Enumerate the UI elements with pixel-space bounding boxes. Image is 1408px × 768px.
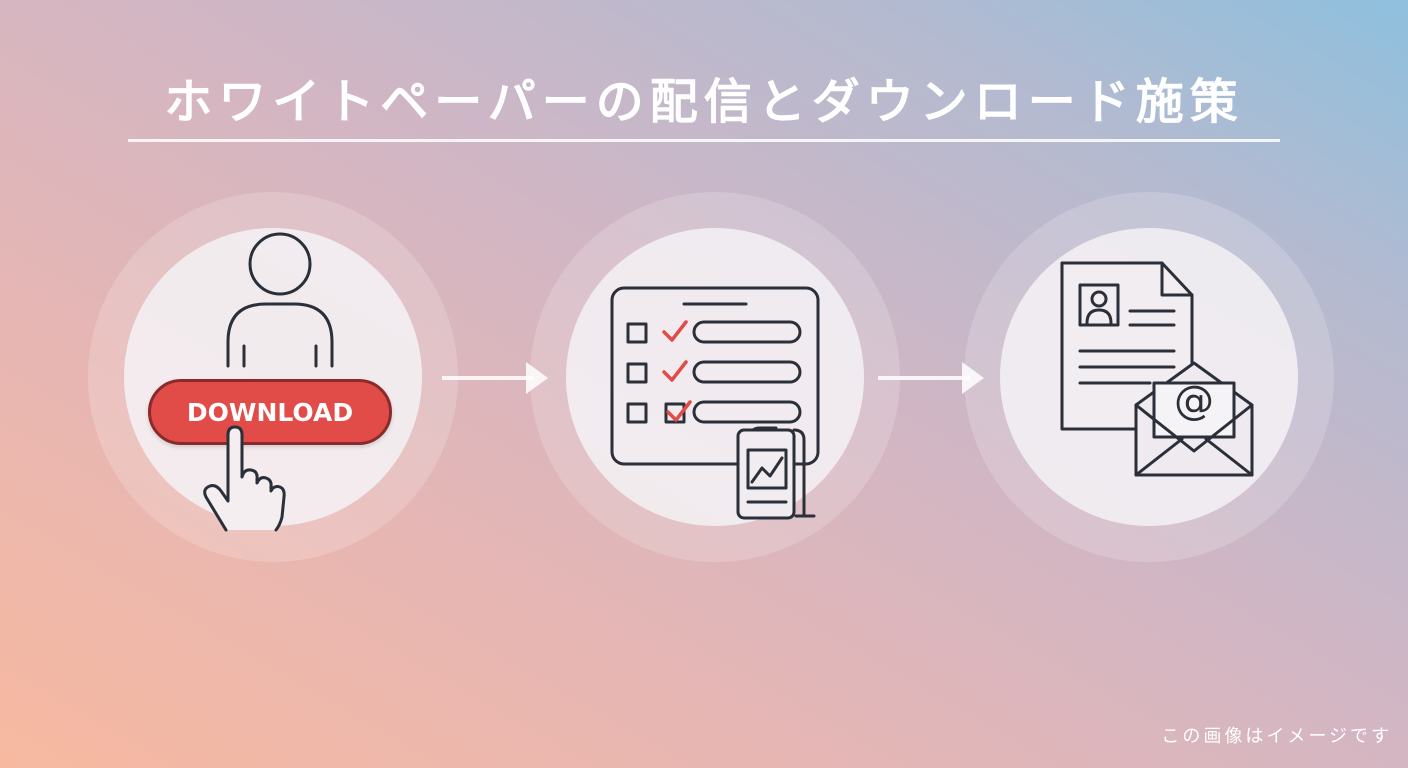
step-1-circle — [124, 228, 422, 526]
download-button[interactable]: DOWNLOAD — [148, 379, 392, 445]
title-block: ホワイトペーパーの配信とダウンロード施策 — [128, 70, 1280, 134]
page-title: ホワイトペーパーの配信とダウンロード施策 — [164, 74, 1244, 130]
svg-text:@: @ — [1174, 378, 1214, 424]
checklist-form-icon — [610, 286, 820, 520]
user-download-icon — [226, 232, 334, 368]
pointing-hand-icon — [203, 425, 286, 532]
arrow-right-icon — [878, 362, 984, 394]
disclaimer-note: この画像はイメージです — [1161, 726, 1392, 747]
document-email-icon: @ — [1060, 261, 1254, 477]
step-2-circle — [566, 228, 864, 526]
arrow-right-icon — [442, 362, 548, 394]
title-underline — [128, 139, 1280, 142]
